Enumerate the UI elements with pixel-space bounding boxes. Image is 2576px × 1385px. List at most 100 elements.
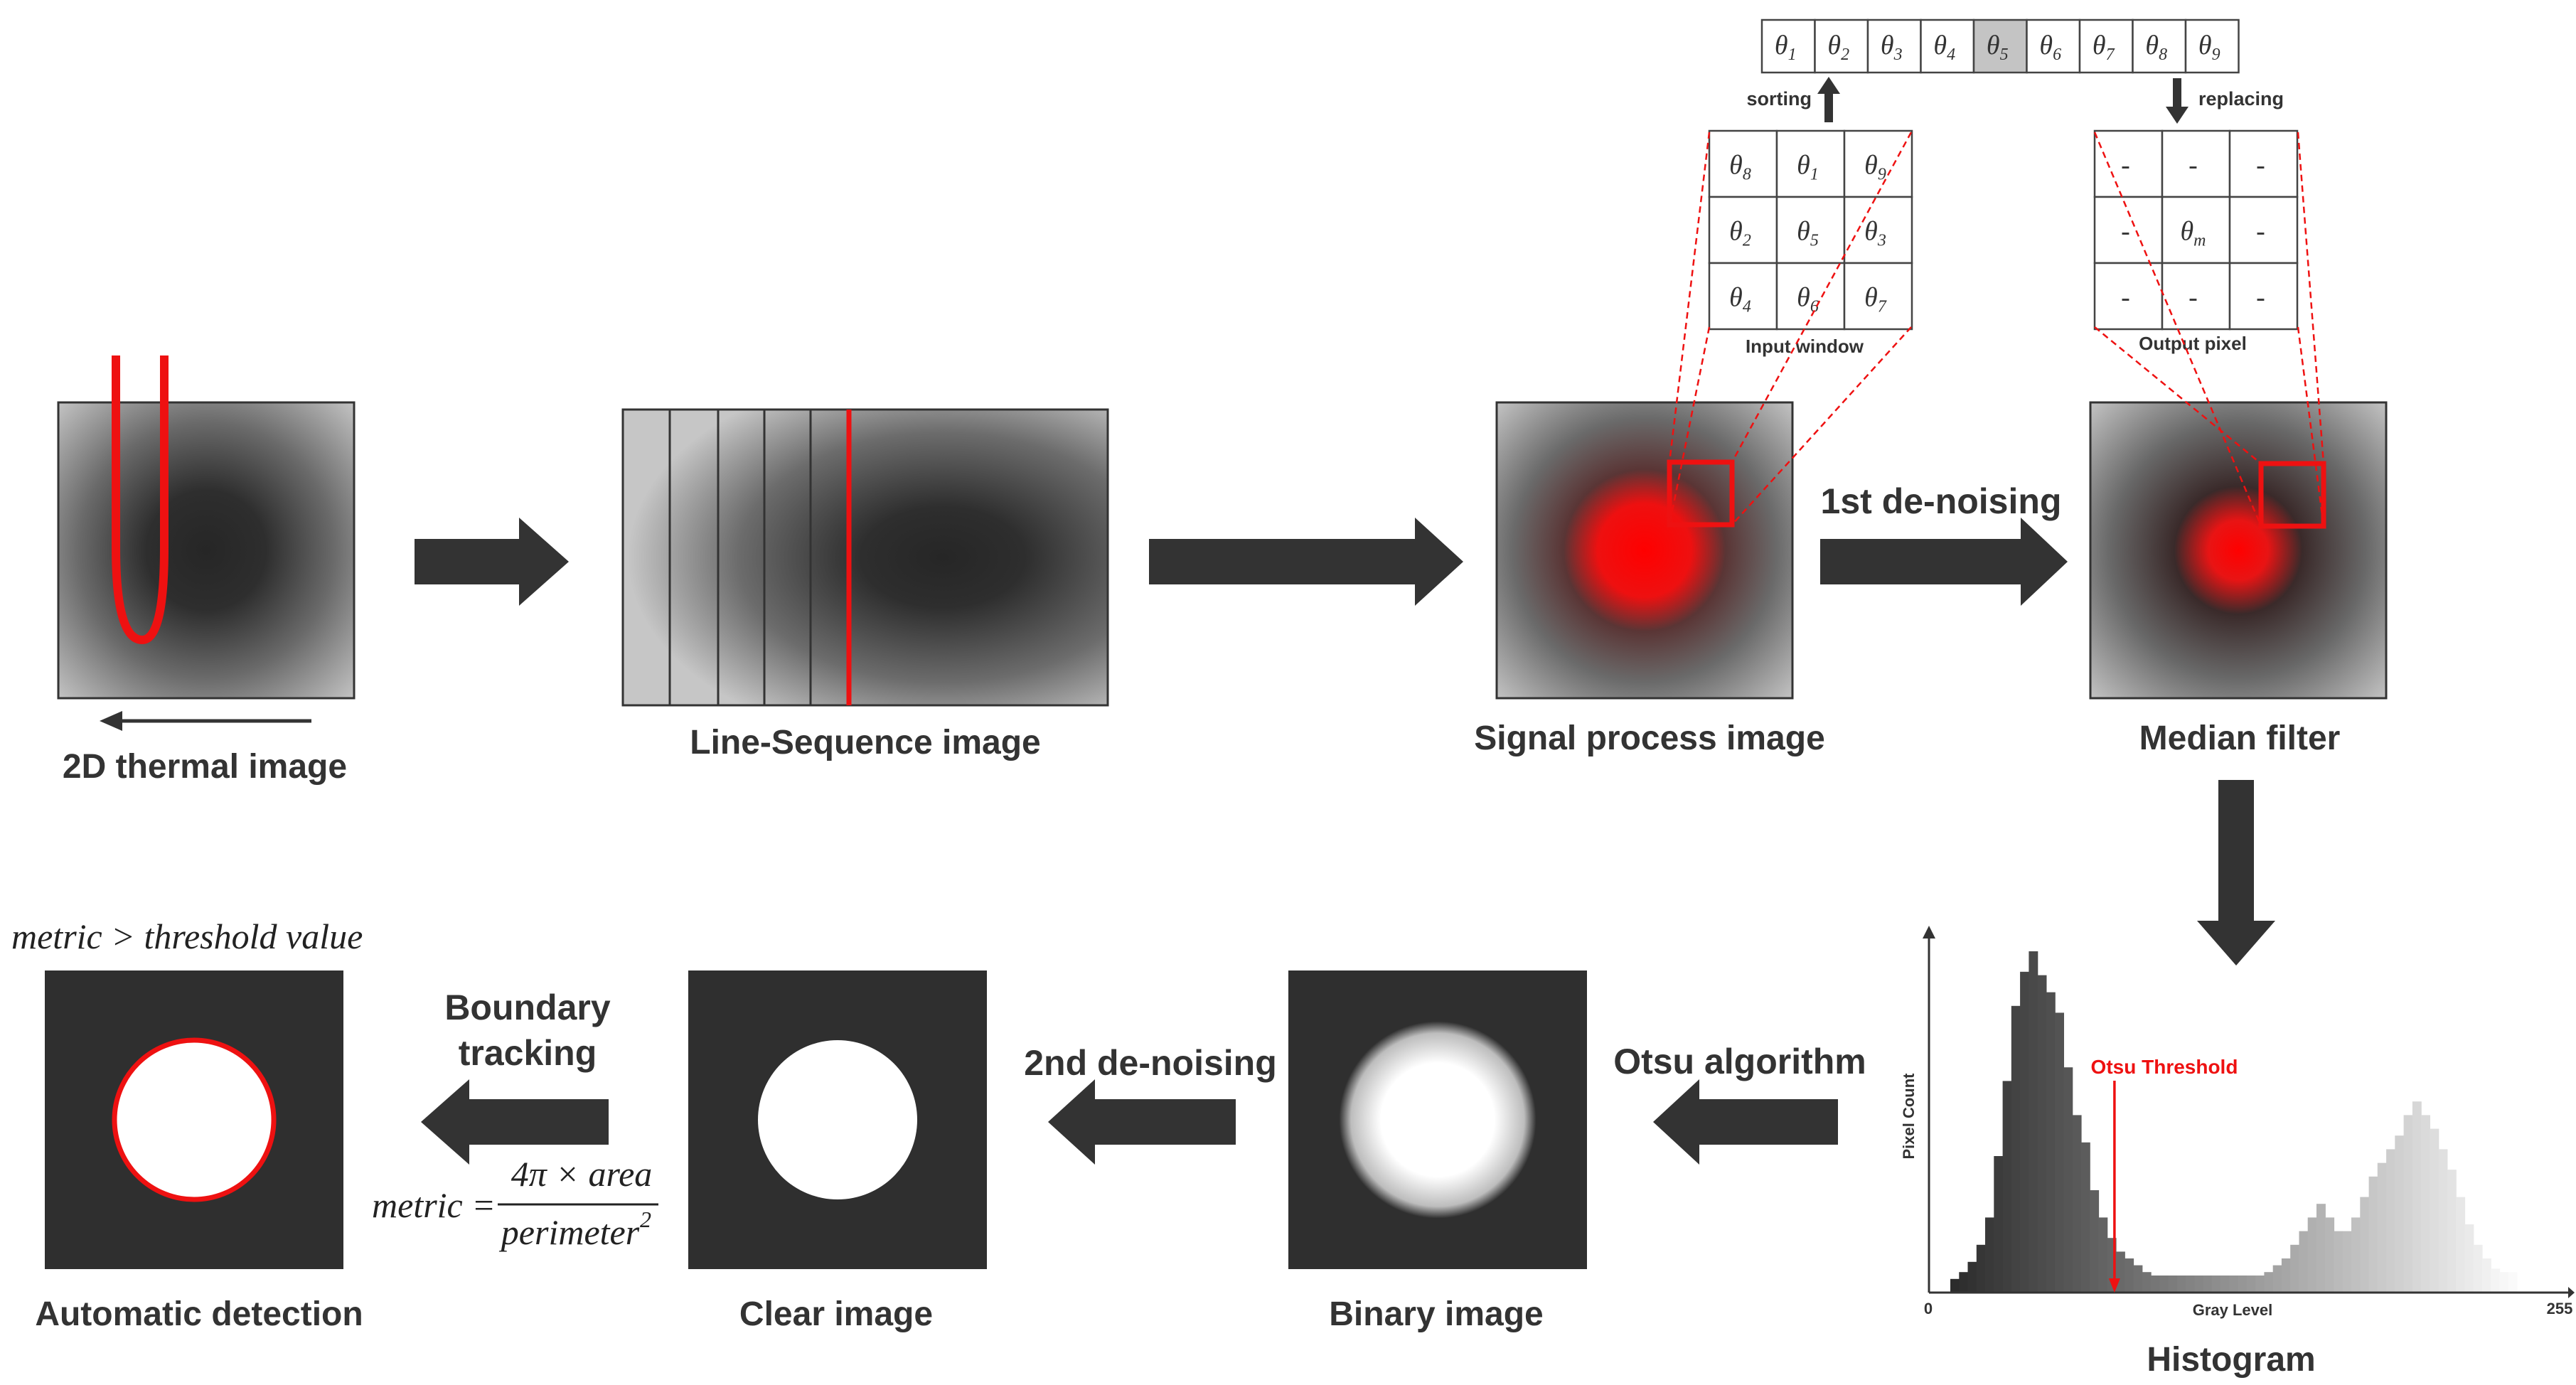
histogram-bar: [2412, 1101, 2422, 1293]
histogram-xmax: 255: [2547, 1300, 2573, 1317]
histogram-bar: [2186, 1276, 2195, 1293]
cell-value: θ4: [1933, 31, 1955, 64]
histogram-bar: [2072, 1115, 2082, 1293]
histogram-bar: [2229, 1276, 2239, 1293]
flow-arrow-1: [415, 518, 569, 606]
histogram-bar: [2421, 1115, 2430, 1293]
histogram-bar: [2499, 1272, 2509, 1293]
metric-numerator: 4π × area: [511, 1154, 653, 1194]
cell-value: -: [2256, 151, 2265, 181]
histogram-bar: [2377, 1162, 2387, 1293]
scan-direction-arrowhead-icon: [100, 711, 122, 731]
histogram-bar: [2299, 1231, 2309, 1293]
clear-label: Clear image: [739, 1295, 933, 1333]
histogram-bar: [2281, 1258, 2291, 1293]
grid-cell: [1708, 129, 1778, 198]
sequence-cell: [2132, 18, 2187, 74]
histogram-bar: [2272, 1265, 2282, 1293]
histogram-bar: [2080, 1142, 2090, 1293]
histogram-bar: [2203, 1276, 2213, 1293]
cell-value: -: [2121, 283, 2130, 313]
otsu-threshold-label: Otsu Threshold: [2091, 1056, 2238, 1078]
histogram-bar: [2020, 971, 2029, 1293]
histogram-bar: [2395, 1135, 2405, 1293]
input-window-label: Input window: [1746, 336, 1864, 357]
histogram-bar: [2211, 1276, 2221, 1293]
cell-value: θm: [2180, 217, 2206, 250]
cell-value: -: [2121, 217, 2130, 247]
histogram-bar: [2360, 1197, 2370, 1293]
y-axis-arrowhead-icon: [1923, 926, 1935, 939]
histogram-bar: [2456, 1197, 2466, 1293]
median-panel: Median filter: [2089, 401, 2388, 757]
cell-value: θ7: [1864, 283, 1887, 316]
flow-arrow-2: [1149, 518, 1463, 606]
histogram-xmin: 0: [1924, 1300, 1933, 1317]
cell-value: θ2: [1729, 217, 1751, 250]
histogram-bar: [2508, 1272, 2518, 1293]
histogram-bar: [2037, 975, 2047, 1293]
metric-denominator: perimeter: [499, 1212, 640, 1252]
histogram-bar: [2142, 1272, 2152, 1293]
histogram-bar: [2176, 1276, 2186, 1293]
grid-cell: [1843, 262, 1913, 331]
cell-value: θ4: [1729, 283, 1751, 316]
histogram-bar: [2063, 1067, 2073, 1293]
sequence-cell: [1920, 18, 1975, 74]
grid-cell: [2161, 129, 2231, 198]
histogram-bar: [2403, 1115, 2413, 1293]
output-pixel-highlight: [2258, 461, 2326, 529]
histogram-bar: [2342, 1231, 2352, 1293]
otsu-threshold-arrowhead-icon: [2108, 1278, 2120, 1293]
cell-value: θ8: [1729, 151, 1751, 184]
automatic-panel: metric > threshold value Automatic detec…: [11, 916, 363, 1333]
flow-arrow-otsu: [1653, 1079, 1838, 1165]
grid-cell: [1843, 196, 1913, 264]
histogram-bar: [2246, 1276, 2256, 1293]
histogram-bar: [1976, 1244, 1986, 1293]
histogram-bar: [2255, 1276, 2265, 1293]
histogram-bar: [1985, 1217, 1994, 1293]
histogram-bar: [2351, 1217, 2361, 1293]
grid-cell: [2161, 196, 2231, 264]
replacing-arrow-shaft: [2173, 78, 2181, 109]
histogram-xlabel: Gray Level: [2193, 1301, 2273, 1319]
median-label: Median filter: [2139, 720, 2341, 757]
histogram-bar: [2438, 1149, 2448, 1293]
histogram-bar: [1959, 1272, 1969, 1293]
grid-cell: [1775, 196, 1846, 264]
median-image: [2089, 401, 2388, 700]
denoise2-label: 2nd de-noising: [1024, 1043, 1277, 1083]
histogram-bars: [1950, 951, 2518, 1293]
histogram-bar: [2386, 1149, 2395, 1293]
cell-value: -: [2121, 151, 2130, 181]
histogram-bar: [2098, 1217, 2108, 1293]
histogram-bar: [2307, 1217, 2317, 1293]
metric-lhs: metric =: [372, 1185, 496, 1225]
grid-cell: [2228, 129, 2299, 198]
histogram-bar: [2159, 1276, 2169, 1293]
denoise1-label: 1st de-noising: [1821, 481, 2062, 521]
grid-cell: [2161, 262, 2231, 331]
flow-arrow-down: [2197, 780, 2275, 966]
histogram-bar: [2168, 1276, 2178, 1293]
line-sequence-label: Line-Sequence image: [690, 724, 1040, 761]
automatic-label: Automatic detection: [35, 1295, 363, 1333]
clear-panel: Clear image: [688, 970, 987, 1333]
grid-cell: [2228, 196, 2299, 264]
sequence-cell: [2026, 18, 2081, 74]
output-pixel-label: Output pixel: [2139, 333, 2247, 354]
binary-image: [1288, 970, 1587, 1269]
histogram-bar: [2220, 1276, 2230, 1293]
replacing-label: replacing: [2198, 88, 2284, 109]
otsu-label: Otsu algorithm: [1613, 1042, 1866, 1081]
detected-blob: [112, 1037, 277, 1202]
histogram-bar: [2334, 1231, 2343, 1293]
histogram-label: Histogram: [2147, 1341, 2315, 1379]
histogram-bar: [2464, 1224, 2474, 1293]
grid-cell: [1708, 262, 1778, 331]
histogram-bar: [2151, 1276, 2160, 1293]
cell-value: θ8: [2145, 31, 2167, 64]
clear-blob: [758, 1040, 917, 1199]
